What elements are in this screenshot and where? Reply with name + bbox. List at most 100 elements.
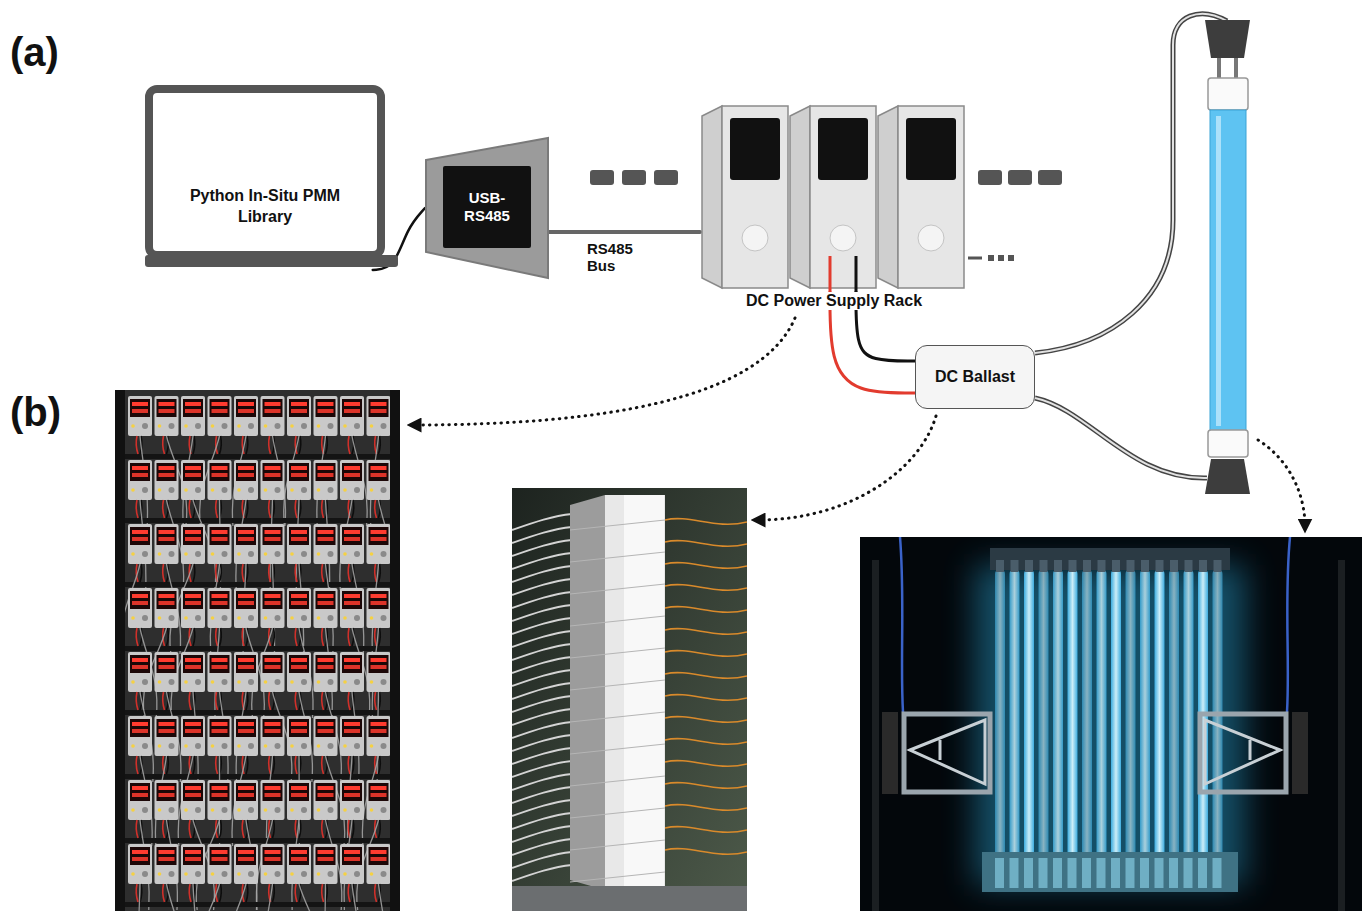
supply-knob <box>328 807 334 813</box>
display-readout <box>344 665 360 669</box>
supply-unit <box>208 396 232 436</box>
status-led <box>131 424 135 428</box>
output-wire <box>193 756 195 774</box>
supply-display <box>236 463 256 481</box>
supply-display <box>316 783 336 801</box>
status-led <box>131 744 135 748</box>
plate-tooth <box>1025 560 1033 572</box>
supply-unit <box>234 460 258 500</box>
display-readout <box>238 601 254 605</box>
display-readout <box>371 850 387 854</box>
supply-knob <box>301 615 307 621</box>
supply-knob <box>275 487 281 493</box>
status-led <box>237 616 241 620</box>
supply-display <box>183 591 203 609</box>
plate-tooth <box>1112 560 1120 572</box>
stack-seam <box>570 872 665 882</box>
display-readout <box>371 729 387 733</box>
supply-screen <box>906 118 956 180</box>
display-readout <box>371 409 387 413</box>
ballast-cable <box>665 805 747 811</box>
display-readout <box>159 402 175 406</box>
supply-knob <box>354 743 360 749</box>
lamp-cable-core <box>1035 14 1227 353</box>
ballast-cable <box>665 519 747 525</box>
supply-display <box>236 847 256 865</box>
plasma-tube <box>1155 570 1165 860</box>
plate-tooth <box>1098 560 1106 572</box>
status-led <box>290 424 294 428</box>
display-readout <box>212 601 228 605</box>
plasma-tube <box>1097 570 1107 860</box>
supply-knob <box>222 871 228 877</box>
supply-unit <box>367 716 391 756</box>
display-readout <box>265 850 281 854</box>
rack-post <box>390 390 400 911</box>
supply-display <box>130 591 150 609</box>
display-readout <box>238 665 254 669</box>
output-wire <box>136 756 138 774</box>
display-readout <box>371 786 387 790</box>
display-readout <box>212 594 228 598</box>
supply-display <box>263 783 283 801</box>
supply-knob <box>142 615 148 621</box>
output-wire <box>193 564 195 582</box>
display-readout <box>185 409 201 413</box>
supply-unit <box>367 844 391 884</box>
plate-tooth <box>1156 560 1164 572</box>
continuation-dot <box>998 255 1004 261</box>
base-rib <box>1068 858 1077 888</box>
supply-unit <box>234 780 258 820</box>
supply-display <box>342 847 362 865</box>
base-rib <box>1169 858 1178 888</box>
rack-cable <box>263 884 273 911</box>
supply-display <box>210 527 230 545</box>
display-readout <box>371 793 387 797</box>
output-wire <box>348 692 350 710</box>
supply-display <box>236 783 256 801</box>
supply-display <box>342 655 362 673</box>
lamp-socket <box>1205 20 1250 58</box>
status-led <box>237 488 241 492</box>
supply-knob <box>195 743 201 749</box>
output-wire <box>375 500 377 518</box>
plate-tooth <box>996 560 1004 572</box>
supply-unit <box>287 396 311 436</box>
lamp-cable <box>1035 14 1227 353</box>
supply-unit <box>314 524 338 564</box>
output-wire <box>136 628 138 646</box>
display-readout <box>371 722 387 726</box>
plate-tooth <box>1199 560 1207 572</box>
status-led <box>290 616 294 620</box>
supply-display <box>157 591 177 609</box>
converter-face <box>443 166 531 248</box>
display-readout <box>291 473 307 477</box>
output-wire <box>242 820 244 838</box>
display-readout <box>291 594 307 598</box>
lamp-pin <box>1234 58 1238 78</box>
ballast-cable <box>665 739 747 745</box>
output-wire <box>242 564 244 582</box>
display-readout <box>318 729 334 733</box>
supply-knob <box>222 743 228 749</box>
display-readout <box>344 402 360 406</box>
display-readout <box>212 729 228 733</box>
status-led <box>184 872 188 876</box>
photo-leader-arrow <box>1258 440 1305 526</box>
supply-knob <box>222 615 228 621</box>
supply-knob <box>742 225 768 251</box>
supply-front <box>898 106 964 288</box>
supply-display <box>289 463 309 481</box>
rack-photo <box>115 390 400 911</box>
display-readout <box>238 473 254 477</box>
output-wire <box>322 500 324 518</box>
output-wire <box>348 564 350 582</box>
display-readout <box>318 530 334 534</box>
supply-knob <box>195 807 201 813</box>
supply-unit <box>181 396 205 436</box>
supply-knob <box>195 551 201 557</box>
display-readout <box>185 473 201 477</box>
supply-knob <box>830 225 856 251</box>
supply-unit <box>314 396 338 436</box>
ballast-cable <box>665 607 747 613</box>
